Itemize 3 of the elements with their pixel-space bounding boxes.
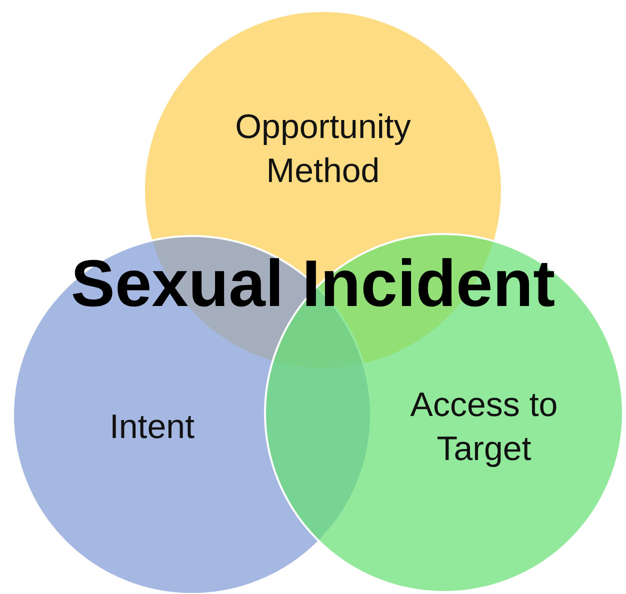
circle-label: Intent <box>108 407 196 448</box>
circle-label: Opportunity Method <box>234 107 412 192</box>
circle-label: Access to Target <box>409 385 559 470</box>
